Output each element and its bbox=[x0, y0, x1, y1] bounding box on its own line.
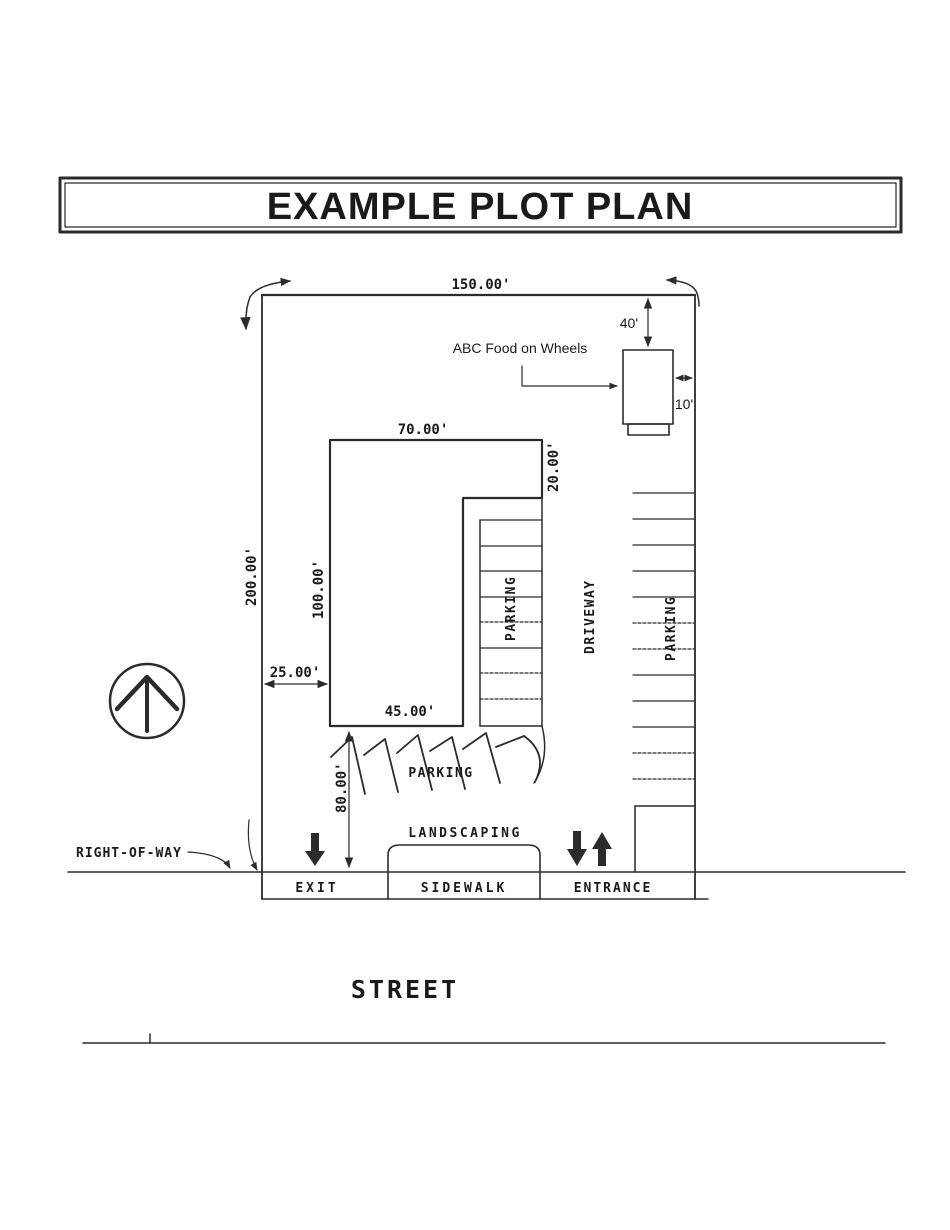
right-of-way-leader-line bbox=[187, 851, 231, 869]
entrance-label: ENTRANCE bbox=[574, 881, 653, 896]
parking-west-label: PARKING bbox=[504, 576, 519, 641]
traffic-arrows bbox=[305, 831, 612, 866]
north-arrow-icon bbox=[108, 662, 186, 740]
dim-building-width: 70.00' bbox=[398, 422, 449, 438]
dim-building-depth: 100.00' bbox=[311, 560, 327, 619]
title-block: EXAMPLE PLOT PLAN bbox=[58, 176, 903, 234]
west-curb-flare bbox=[247, 819, 258, 871]
dim-truck-side-setback: 10' bbox=[675, 396, 693, 412]
parking-stalls-angled bbox=[330, 732, 541, 795]
dim-lot-frontage: 150.00' bbox=[451, 277, 510, 293]
dim-building-south-width: 45.00' bbox=[385, 704, 436, 720]
landscaping-island-outline bbox=[387, 844, 541, 900]
entrance-in-arrow-icon bbox=[592, 832, 612, 866]
street-lines bbox=[67, 871, 906, 1044]
building-outline bbox=[328, 438, 544, 728]
parking-stalls-west bbox=[479, 497, 546, 784]
landscaping-label: LANDSCAPING bbox=[408, 826, 522, 841]
dim-west-setback: 25.00' bbox=[270, 665, 321, 681]
angled-parking-end-arc bbox=[523, 735, 541, 783]
dimension-lines bbox=[240, 276, 700, 869]
exit-arrow-icon bbox=[305, 833, 325, 866]
parking-angled-label: PARKING bbox=[408, 766, 473, 781]
food-truck bbox=[521, 349, 674, 436]
building bbox=[328, 438, 544, 728]
dim-truck-front-setback: 40' bbox=[620, 315, 638, 331]
page-title: EXAMPLE PLOT PLAN bbox=[267, 186, 694, 228]
dim-building-wing-depth: 20.00' bbox=[546, 441, 562, 492]
parking-stalls-east bbox=[632, 492, 696, 873]
parking-east-label: PARKING bbox=[664, 596, 679, 661]
right-of-way-label: RIGHT-OF-WAY bbox=[76, 846, 182, 861]
title-border-inner bbox=[64, 182, 897, 228]
dim-lot-depth: 200.00' bbox=[244, 547, 260, 606]
dim-corner-arc-northwest bbox=[240, 277, 292, 331]
driveway-label: DRIVEWAY bbox=[583, 579, 598, 654]
food-truck-label: ABC Food on Wheels bbox=[453, 340, 588, 356]
food-truck-bumper bbox=[627, 423, 670, 436]
sidewalk-label: SIDEWALK bbox=[421, 881, 508, 896]
dim-corner-arc-northeast bbox=[665, 276, 700, 307]
exit-label: EXIT bbox=[295, 881, 338, 896]
food-truck-leader-line bbox=[521, 365, 618, 390]
street-label: STREET bbox=[351, 975, 459, 1004]
title-border-outer bbox=[58, 176, 903, 234]
food-truck-body bbox=[622, 349, 674, 425]
dim-south-yard: 80.00' bbox=[334, 762, 350, 813]
entrance-out-arrow-icon bbox=[567, 831, 587, 866]
